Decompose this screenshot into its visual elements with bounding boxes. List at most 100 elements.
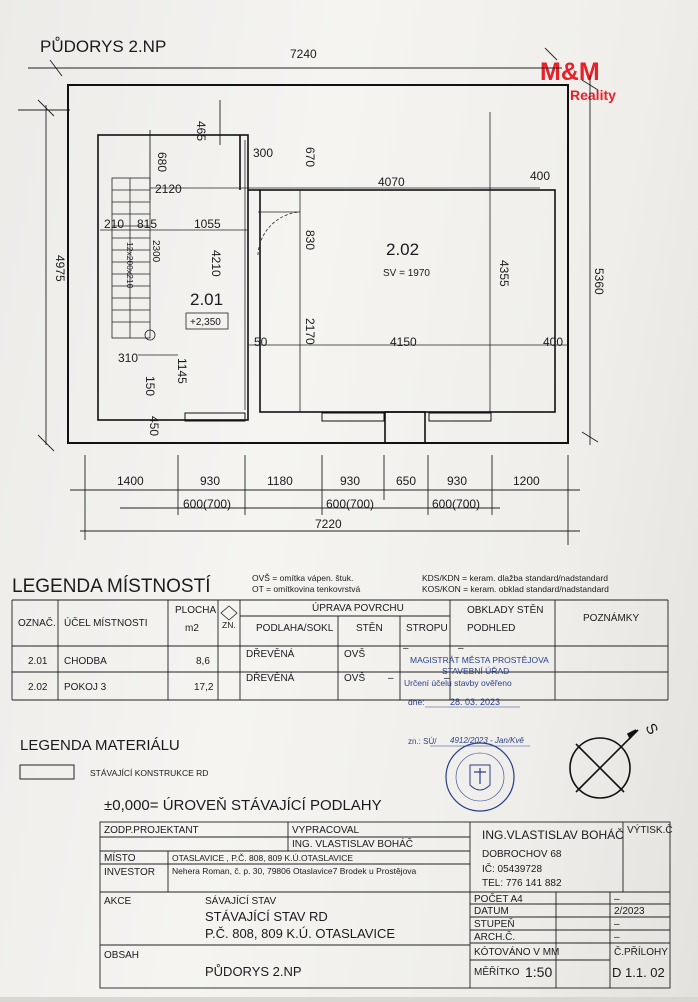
tb-misto-value: OTASLAVICE , P.Č. 808, 809 K.Ú.OTASLAVIC… <box>172 853 353 863</box>
dim-2120: 2120 <box>155 182 182 196</box>
dim-680: 680 <box>155 152 169 172</box>
tb-ic: IČ: 05439728 <box>482 862 542 875</box>
staircase <box>111 177 156 341</box>
dim-2300: 2300 <box>150 240 161 263</box>
th-uprava: ÚPRAVA POVRCHU <box>312 601 404 614</box>
row1-sten: OVŠ <box>344 647 365 660</box>
stamp-date: 28. 03. 2023 <box>450 697 500 707</box>
dim-1145: 1145 <box>175 358 189 384</box>
row2-obklady: – <box>444 673 450 684</box>
dim-830: 830 <box>303 230 317 250</box>
tb-misto-label: MÍSTO <box>104 851 136 864</box>
legend-title: LEGENDA MÍSTNOSTÍ <box>12 576 211 597</box>
row2-sten: OVŠ <box>344 671 365 684</box>
row2-oznac: 2.02 <box>28 682 48 693</box>
tb-akce-l2: STÁVAJÍCÍ STAV RD <box>205 909 328 924</box>
building-walls <box>67 84 569 444</box>
legend-abbr-kds: KDS/KDN = keram. dlažba standard/nadstan… <box>422 573 608 583</box>
north-label: S <box>642 721 662 738</box>
dim-465: 465 <box>194 121 208 141</box>
th-sten: STĚN <box>356 621 383 634</box>
round-seal <box>445 742 515 812</box>
tb-vypracoval: VYPRACOVAL <box>292 825 359 836</box>
th-obklady: OBKLADY STĚN <box>467 603 544 616</box>
th-poznamky: POZNÁMKY <box>583 611 639 624</box>
tb-tel: TEL: 776 141 882 <box>482 878 562 889</box>
dim-300: 300 <box>253 146 273 160</box>
row2-podlaha: DŘEVĚNÁ <box>246 671 295 684</box>
stamp-line1: MAGISTRÁT MĚSTA PROSTĚJOVA <box>410 655 549 665</box>
tb-company: ING.VLASTISLAV BOHÁČ <box>482 827 624 842</box>
th-ucel: ÚČEL MÍSTNOSTI <box>64 616 148 629</box>
dim-670: 670 <box>303 147 317 167</box>
approval-stamp: MAGISTRÁT MĚSTA PROSTĚJOVA STAVEBNÍ ÚŘAD… <box>404 655 549 812</box>
dim-450: 450 <box>147 416 161 436</box>
tb-obsah-label: OBSAH <box>104 950 139 961</box>
dim-window-1: 600(700) <box>183 497 231 511</box>
dim-210: 210 <box>104 217 124 231</box>
tb-stupen-value: – <box>614 919 620 930</box>
dim-window-2: 600(700) <box>326 497 374 511</box>
tb-arch-value: – <box>614 932 620 943</box>
bottom-dimension-lines <box>70 455 580 545</box>
dim-bottom-total: 7220 <box>315 517 342 531</box>
logo-mark: M&M <box>540 58 600 86</box>
zn-diamond-icon <box>220 605 238 621</box>
stamp-line3: Určení účelu stavby ověřeno <box>404 678 512 688</box>
th-oznac: OZNAČ. <box>18 616 56 629</box>
dim-50: 50 <box>254 335 268 349</box>
dim-bottom-1: 1400 <box>117 474 144 488</box>
outer-dimension-lines <box>18 47 599 452</box>
tb-investor-label: INVESTOR <box>104 867 155 878</box>
th-podhled: PODHLED <box>467 623 515 634</box>
mm-reality-logo: M&M Reality <box>540 58 616 103</box>
stamp-dne-label: dne: <box>408 697 425 707</box>
row1-podlaha: DŘEVĚNÁ <box>246 647 295 660</box>
dim-400b: 400 <box>543 335 563 349</box>
inner-dimension-lines <box>100 112 568 412</box>
dim-bottom-4: 930 <box>340 474 360 488</box>
tb-address: DOBROCHOV 68 <box>482 849 562 860</box>
row2-ucel: POKOJ 3 <box>64 682 107 693</box>
dim-right-total: 5360 <box>592 268 606 295</box>
tb-obsah-value: PŮDORYS 2.NP <box>205 964 302 979</box>
room-2-01-level: +2,350 <box>190 317 221 328</box>
material-item: STÁVAJÍCÍ KONSTRUKCE RD <box>90 768 208 778</box>
dim-4355: 4355 <box>497 260 511 287</box>
tb-meritko-label: MĚŘÍTKO <box>474 965 520 978</box>
dim-left-total: 4975 <box>53 255 67 282</box>
dim-2170: 2170 <box>303 318 317 345</box>
dim-150: 150 <box>143 376 157 396</box>
th-stropu: STROPU <box>406 623 448 634</box>
dim-1055: 1055 <box>194 217 221 231</box>
row2-plocha: 17,2 <box>194 682 214 693</box>
tb-vypracoval-name: ING. VLASTISLAV BOHÁČ <box>292 837 413 850</box>
window-strips <box>184 411 492 444</box>
level-note: ±0,000= ÚROVEŇ STÁVAJÍCÍ PODLAHY <box>104 797 382 814</box>
legend-abbr-ovs: OVŠ = omítka vápen. štuk. <box>252 573 353 583</box>
row1-plocha: 8,6 <box>196 656 210 667</box>
th-m2: m2 <box>185 623 199 634</box>
dim-4150: 4150 <box>390 335 417 349</box>
dim-400a: 400 <box>530 169 550 183</box>
dim-4210: 4210 <box>209 250 223 277</box>
tb-datum-value: 2/2023 <box>614 906 645 917</box>
dim-bottom-3: 1180 <box>267 474 293 488</box>
seal-coat-of-arms-icon <box>469 764 491 791</box>
th-plocha: PLOCHA <box>175 605 216 616</box>
stamp-zn-value: 4912/2023 - Jan/Kvě <box>450 736 524 745</box>
dim-815: 815 <box>137 217 157 231</box>
legend-abbr-ot: OT = omítkovina tenkovrstvá <box>252 584 361 594</box>
dim-bottom-5: 650 <box>396 474 416 488</box>
room-2-02-label: 2.02 <box>386 240 419 259</box>
dim-window-3: 600(700) <box>432 497 480 511</box>
tb-akce-l3: P.Č. 808, 809 K.Ú. OTASLAVICE <box>205 926 395 941</box>
plan-title: PŮDORYS 2.NP <box>40 37 166 56</box>
stamp-line2: STAVEBNÍ ÚŘAD <box>442 666 509 676</box>
title-block-grid <box>99 821 671 989</box>
tb-meritko-value: 1:50 <box>525 964 552 980</box>
tb-priloha-value: D 1.1. 02 <box>612 965 665 980</box>
dim-top-total: 7240 <box>290 47 317 61</box>
tb-zodp: ZODP.PROJEKTANT <box>104 825 199 836</box>
